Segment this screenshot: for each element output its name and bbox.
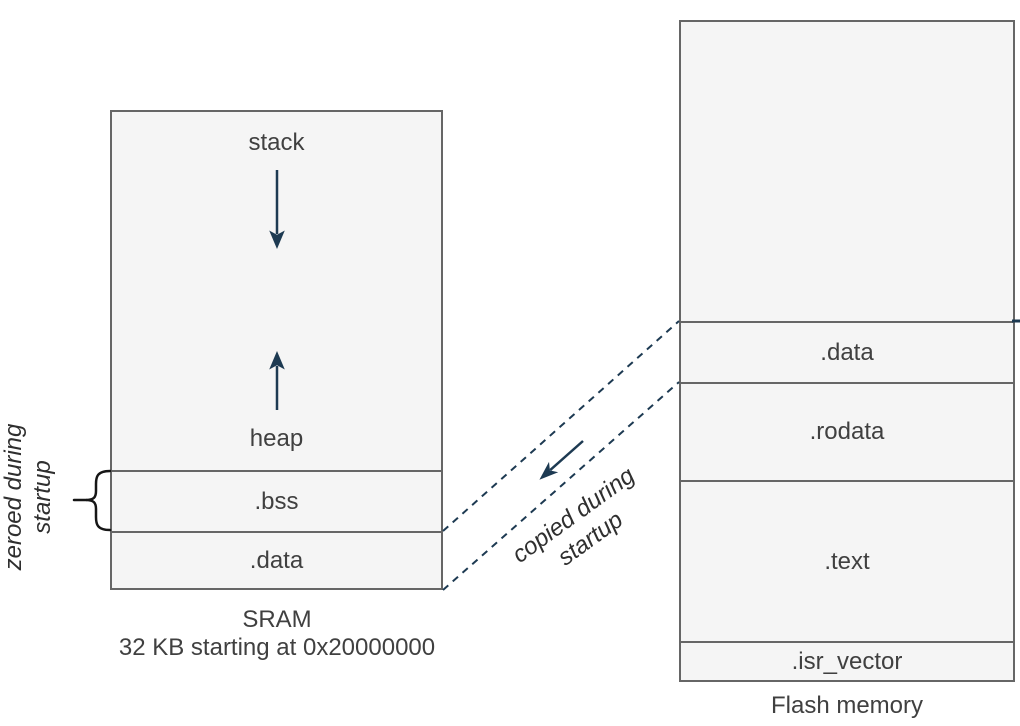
sram-bss-label: .bss	[254, 487, 299, 515]
flash-caption-title: Flash memory	[770, 692, 924, 719]
flash-section-rodata: .rodata	[681, 382, 1013, 480]
sram-caption: SRAM 32 KB starting at 0x20000000	[60, 606, 494, 662]
sram-box: stack heap .bss .data	[110, 110, 443, 590]
sram-section-data: .data	[112, 531, 441, 588]
zeroed-annotation-line1: zeroed during	[0, 423, 27, 571]
flash-isr-vector-label: .isr_vector	[791, 647, 903, 675]
sram-section-bss: .bss	[112, 470, 441, 531]
zeroed-during-startup-annotation: zeroed during startup	[0, 387, 57, 607]
copy-direction-arrow-icon	[539, 440, 584, 480]
flash-section-data: .data	[681, 321, 1013, 382]
flash-section-text: .text	[681, 480, 1013, 641]
sram-caption-detail: 32 KB starting at 0x20000000	[118, 634, 436, 661]
heap-label: heap	[249, 425, 304, 452]
flash-section-isr-vector: .isr_vector	[681, 641, 1013, 680]
sram-data-label: .data	[249, 546, 304, 574]
copied-during-startup-annotation: copied during startup	[480, 442, 684, 612]
flash-caption: Flash memory	[679, 692, 1015, 720]
zeroed-annotation-line2: startup	[29, 460, 56, 534]
flash-rodata-label: .rodata	[809, 418, 885, 445]
flash-text-label: .text	[824, 547, 870, 575]
flash-box: .data .rodata .text .isr_vector	[679, 20, 1015, 682]
bss-curly-brace	[72, 469, 112, 532]
sram-caption-title: SRAM	[242, 606, 312, 633]
flash-data-label: .data	[820, 338, 874, 366]
stack-label: stack	[248, 129, 305, 156]
